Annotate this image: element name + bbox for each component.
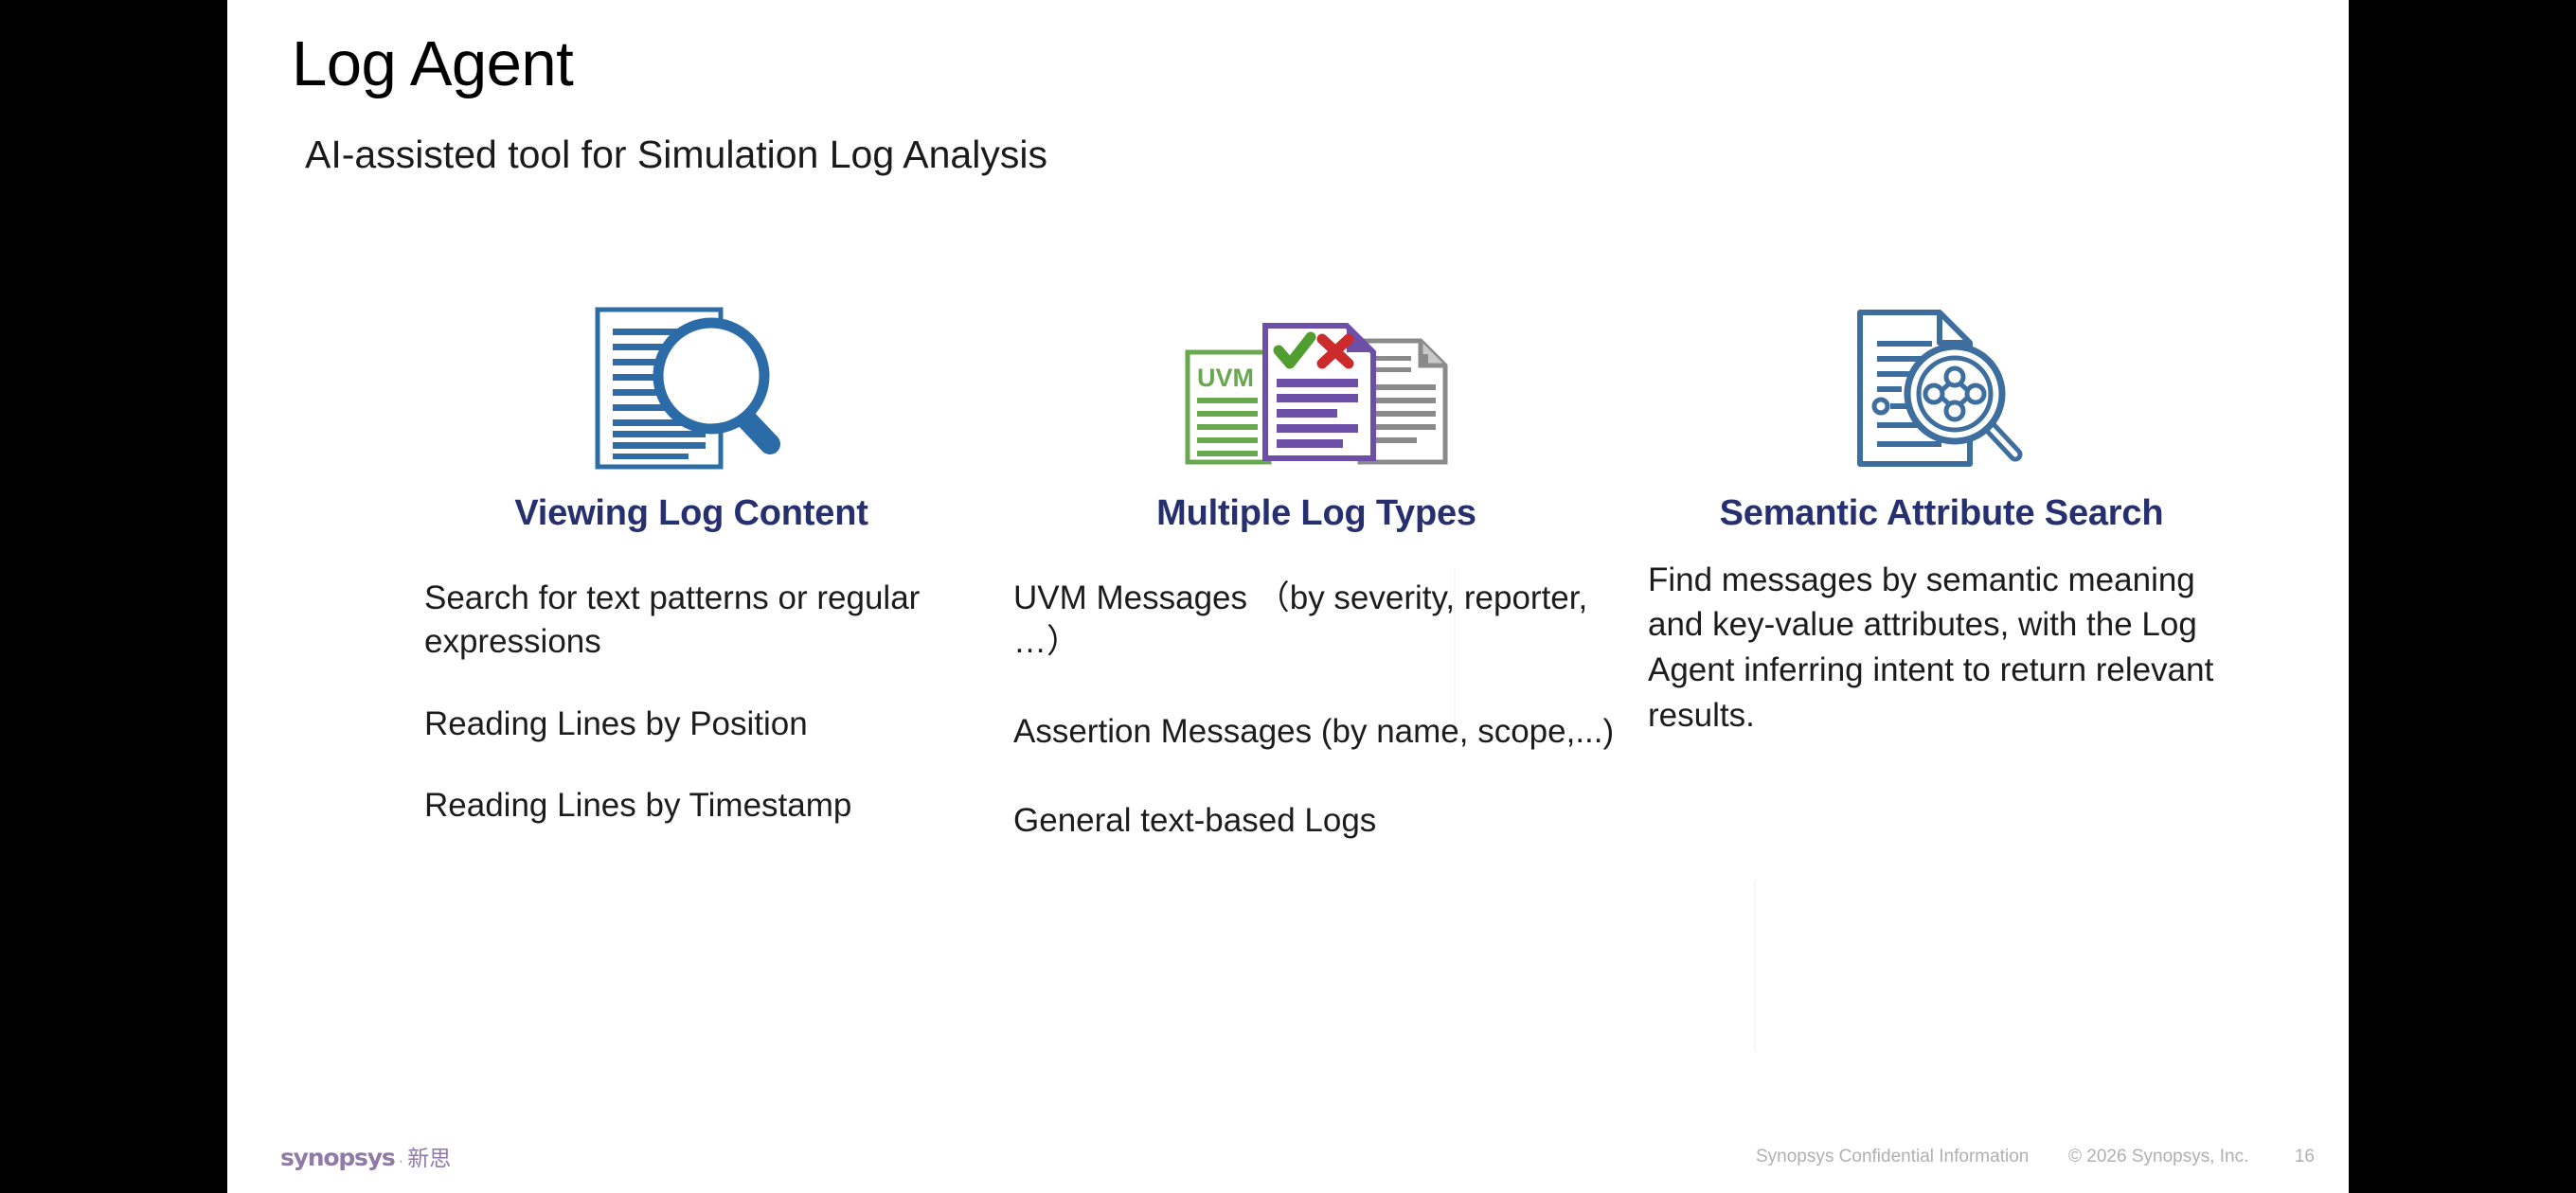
page-title: Log Agent bbox=[292, 28, 574, 99]
column-heading: Multiple Log Types bbox=[1156, 493, 1476, 533]
faint-divider-artifact-1 bbox=[1454, 568, 1456, 729]
logo-wordmark: synopsys bbox=[280, 1144, 396, 1171]
logo-registered-dot: · bbox=[398, 1151, 404, 1169]
feature-list: UVM Messages （by severity, reporter, …） … bbox=[1013, 577, 1619, 844]
list-item: Search for text patterns or regular expr… bbox=[424, 579, 921, 661]
column-heading: Viewing Log Content bbox=[514, 493, 868, 533]
letterbox-bar-right bbox=[2349, 0, 2576, 1193]
list-item: General text-based Logs bbox=[1013, 802, 1377, 840]
list-item: UVM Messages （by severity, reporter, …） bbox=[1013, 579, 1588, 661]
logo-cjk-text: 新思 bbox=[407, 1147, 452, 1171]
page-subtitle: AI-assisted tool for Simulation Log Anal… bbox=[305, 133, 1047, 176]
list-item: Reading Lines by Timestamp bbox=[424, 787, 852, 825]
list-item: Find messages by semantic meaning and ke… bbox=[1648, 561, 2214, 734]
uvm-icon-label: UVM bbox=[1197, 364, 1254, 392]
letterbox-bar-left bbox=[0, 0, 227, 1193]
copyright-notice: © 2026 Synopsys, Inc. bbox=[2068, 1147, 2249, 1166]
feature-column-viewing-log-content: Viewing Log Content Search for text patt… bbox=[398, 303, 985, 866]
feature-column-semantic-attribute-search: Semantic Attribute Search Find messages … bbox=[1648, 303, 2235, 738]
confidentiality-notice: Synopsys Confidential Information bbox=[1756, 1147, 2030, 1166]
presentation-slide: Log Agent AI-assisted tool for Simulatio… bbox=[227, 0, 2349, 1193]
footer-meta: Synopsys Confidential Information © 2026… bbox=[1756, 1147, 2315, 1167]
multiple-documents-icon: UVM bbox=[1013, 303, 1619, 473]
column-heading: Semantic Attribute Search bbox=[1719, 493, 2164, 533]
document-magnifier-icon bbox=[398, 303, 985, 473]
list-item: Reading Lines by Position bbox=[424, 704, 808, 742]
page-number: 16 bbox=[2294, 1147, 2315, 1166]
synopsys-logo: synopsys · 新思 bbox=[280, 1140, 451, 1172]
list-item: Assertion Messages (by name, scope,...) bbox=[1013, 712, 1615, 750]
feature-list: Search for text patterns or regular expr… bbox=[398, 577, 985, 828]
document-semantic-search-icon bbox=[1648, 303, 2235, 473]
feature-column-multiple-log-types: UVM bbox=[1013, 303, 1619, 889]
faint-divider-artifact-2 bbox=[1754, 881, 1756, 1051]
feature-list: Find messages by semantic meaning and ke… bbox=[1648, 558, 2235, 738]
